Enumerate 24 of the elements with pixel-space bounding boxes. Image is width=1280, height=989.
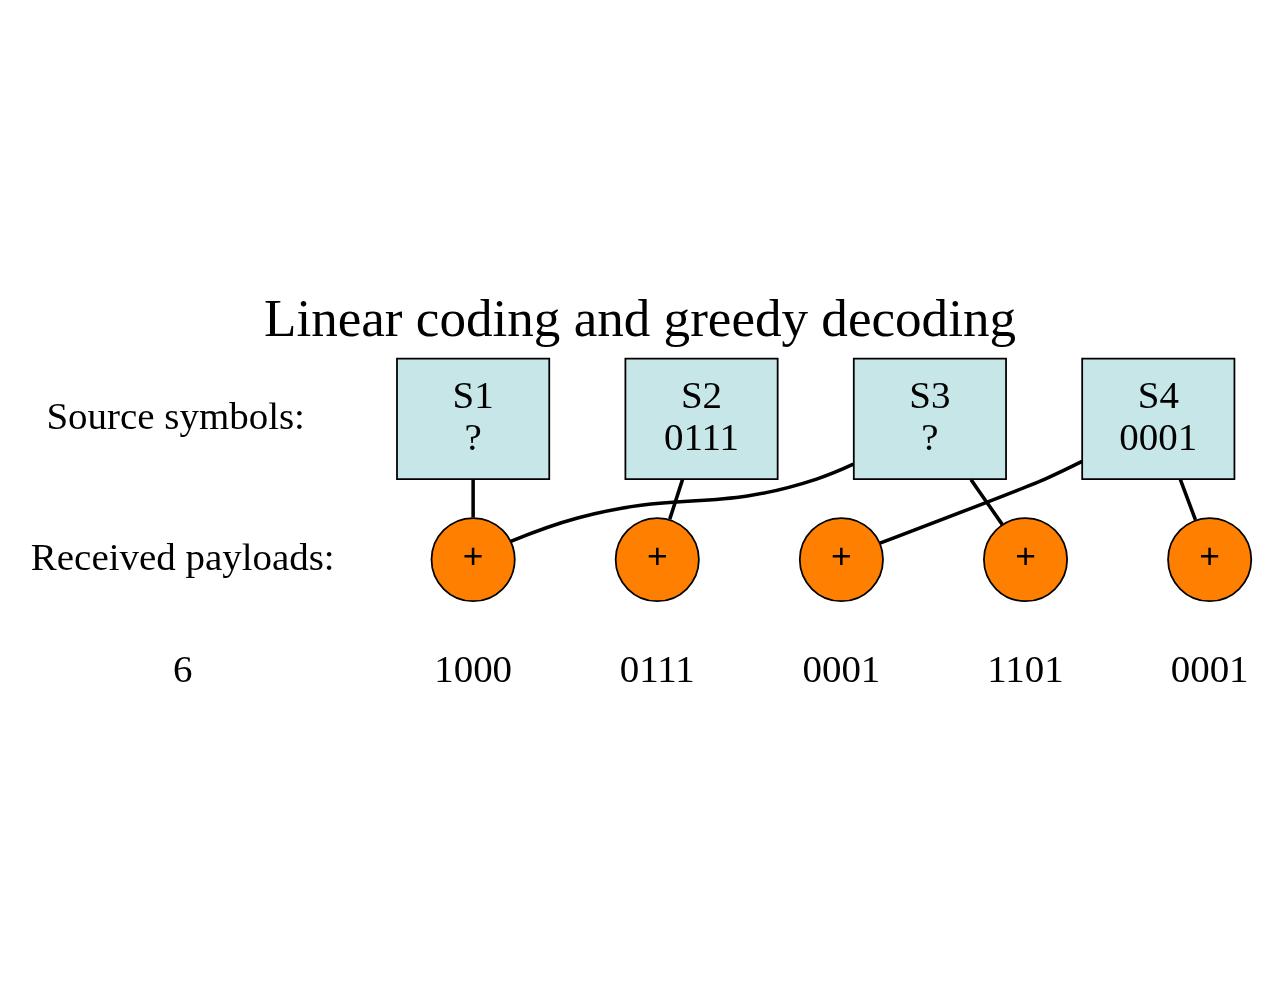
diagram-title: Linear coding and greedy decoding bbox=[263, 288, 1017, 347]
node-label: 1101 bbox=[987, 646, 1064, 690]
label: 6 bbox=[173, 646, 193, 690]
connector bbox=[668, 478, 685, 520]
node-label: 0001 bbox=[1170, 646, 1249, 690]
node-circle: + bbox=[430, 516, 516, 602]
label: Received payloads: bbox=[30, 534, 335, 578]
node-circle: + bbox=[798, 516, 884, 602]
node-box: S2 0111 bbox=[624, 357, 779, 480]
node-circle: + bbox=[983, 516, 1068, 602]
node-circle: + bbox=[614, 516, 700, 602]
connector bbox=[879, 459, 1083, 545]
node-label: 0001 bbox=[802, 646, 881, 690]
node-circle: + bbox=[1167, 516, 1253, 602]
node-box: S4 0001 bbox=[1081, 357, 1236, 480]
label: Source symbols: bbox=[46, 393, 305, 437]
node-label: 0111 bbox=[619, 646, 695, 690]
node-label: 1000 bbox=[434, 646, 513, 690]
connector bbox=[969, 478, 1004, 526]
connector bbox=[1178, 478, 1198, 521]
node-box: S1 ? bbox=[396, 357, 551, 480]
node-box: S3 ? bbox=[852, 357, 1007, 480]
connector bbox=[510, 462, 855, 543]
connector bbox=[471, 479, 475, 517]
